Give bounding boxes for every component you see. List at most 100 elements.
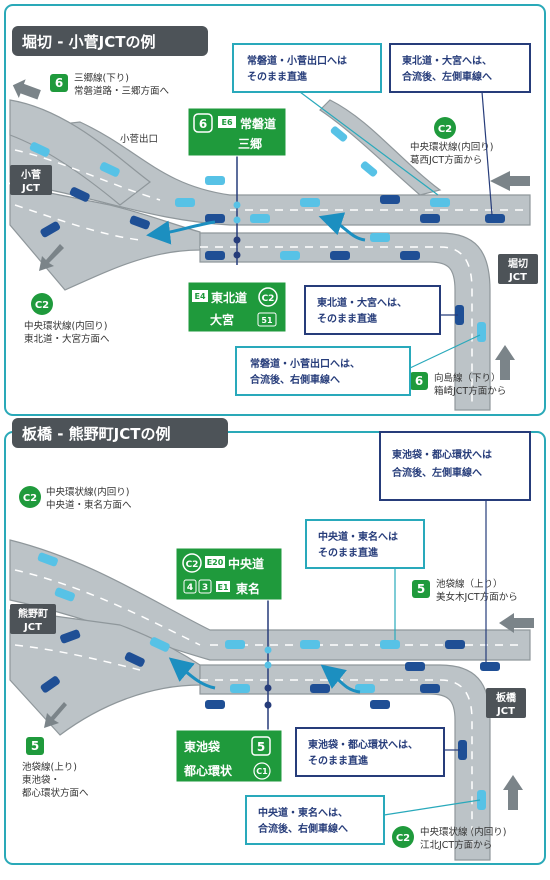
panel2-blue-arrow-left <box>168 657 216 690</box>
panel1-cars <box>29 126 505 342</box>
svg-text:6: 6 <box>199 117 207 131</box>
kosuge-jct-label: 小菅 JCT <box>10 165 52 195</box>
route5-left-line1: 池袋線(上り) <box>22 761 77 773</box>
panel1-callout-teal-bottom: 常磐道・小菅出口へは、 合流後、右側車線へ <box>235 334 481 396</box>
svg-text:常磐道・小菅出口へは、: 常磐道・小菅出口へは、 <box>250 357 360 370</box>
panel1-title-box <box>12 26 208 56</box>
svg-text:都心環状: 都心環状 <box>183 763 233 778</box>
svg-text:東池袋・都心環状へは: 東池袋・都心環状へは <box>392 448 492 461</box>
svg-text:東北道・大宮へは、: 東北道・大宮へは、 <box>402 54 492 67</box>
svg-text:合流後、右側車線へ: 合流後、右側車線へ <box>257 822 348 835</box>
svg-text:中央道: 中央道 <box>228 556 264 571</box>
panel1-title: 堀切 - 小菅JCTの例 <box>22 33 156 51</box>
svg-text:小菅: 小菅 <box>20 168 41 181</box>
panel-horikiri-kosuge: 堀切 - 小菅JCTの例 <box>4 4 546 416</box>
svg-text:東北道: 東北道 <box>211 290 247 305</box>
panel1-callout-teal-top: 常磐道・小菅出口へは そのまま直進 <box>232 43 439 196</box>
svg-text:熊野町: 熊野町 <box>18 607 48 620</box>
panel2-callout-teal-top: 中央道・東名へは そのまま直進 <box>305 519 425 640</box>
svg-text:5: 5 <box>417 582 425 596</box>
svg-text:E1: E1 <box>217 583 228 592</box>
svg-text:常磐道・小菅出口へは: 常磐道・小菅出口へは <box>247 54 347 67</box>
route6-top-line2: 常磐道路・三郷方面へ <box>74 85 170 97</box>
svg-text:そのまま直進: そのまま直進 <box>318 546 379 559</box>
panel1-gray-arrows <box>12 79 530 380</box>
svg-text:中央道・東名へは: 中央道・東名へは <box>318 530 398 543</box>
svg-text:6: 6 <box>55 76 63 90</box>
svg-text:合流後、左側車線へ: 合流後、左側車線へ <box>391 466 482 479</box>
svg-text:JCT: JCT <box>508 272 527 283</box>
horikiri-jct-label: 堀切 JCT <box>498 254 538 284</box>
panel2-callout-teal-bottom: 中央道・東名へは、 合流後、右側車線へ <box>245 795 481 845</box>
svg-text:C2: C2 <box>23 493 37 504</box>
c2-left-line1: 中央環状線(内回り) <box>24 320 107 332</box>
svg-text:51: 51 <box>261 316 273 325</box>
panel2-callout-navy-mid: 東池袋・都心環状へは、 そのまま直進 <box>295 727 460 777</box>
svg-text:東池袋: 東池袋 <box>184 739 221 754</box>
c2-left-line2: 東北道・大宮方面へ <box>24 333 110 345</box>
panel2-cars <box>37 552 500 810</box>
svg-text:東名: 東名 <box>236 581 260 596</box>
route5-left-marker: 5 池袋線(上り) 東池袋・ 都心環状方面へ <box>22 737 89 799</box>
itabashi-jct-label: 板橋 JCT <box>486 688 526 718</box>
route5-left-line3: 都心環状方面へ <box>22 787 89 799</box>
svg-text:E6: E6 <box>221 118 232 127</box>
c2-bottom-line1: 中央環状線 (内回り) <box>420 826 506 838</box>
panel1-sign-tohoku: E4 東北道 C2 大宮 51 <box>187 281 287 333</box>
panel1-callout-navy-top: 東北道・大宮へは、 合流後、左側車線へ <box>389 43 531 216</box>
c2-top-marker: C2 中央環状線(内回り) 中央道・東名方面へ <box>19 486 132 511</box>
panel2-sign-chuo: C2 E20 中央道 4 3 E1 東名 <box>175 547 283 601</box>
svg-text:C2: C2 <box>186 560 199 570</box>
svg-text:3: 3 <box>202 583 208 593</box>
svg-text:C2: C2 <box>396 833 410 844</box>
svg-text:5: 5 <box>31 739 39 753</box>
svg-text:5: 5 <box>257 740 265 754</box>
panel2-sign-ikebukuro: 東池袋 5 都心環状 C1 <box>175 729 283 783</box>
svg-text:6: 6 <box>415 374 423 388</box>
route6-bottom-line2: 箱崎JCT方面から <box>434 385 506 397</box>
c2-left-marker: C2 中央環状線(内回り) 東北道・大宮方面へ <box>24 293 110 345</box>
svg-text:中央道・東名へは、: 中央道・東名へは、 <box>258 806 348 819</box>
svg-text:E20: E20 <box>207 558 224 567</box>
svg-text:JCT: JCT <box>23 622 42 633</box>
c2-right-marker: C2 中央環状線(内回り) 葛西JCT方面から <box>410 117 493 166</box>
svg-text:そのまま直進: そのまま直進 <box>317 312 378 325</box>
svg-text:4: 4 <box>187 583 193 593</box>
svg-text:C2: C2 <box>438 124 452 135</box>
svg-text:板橋: 板橋 <box>496 691 517 704</box>
c2-top-line1: 中央環状線(内回り) <box>46 486 129 498</box>
panel-itabashi-kumanocho: 板橋 - 熊野町JCTの例 <box>4 418 546 865</box>
c2-top-line2: 中央道・東名方面へ <box>46 499 132 511</box>
route6-bottom-line1: 向島線（下り） <box>434 372 501 384</box>
panel2-title: 板橋 - 熊野町JCTの例 <box>22 425 171 443</box>
panel2-callout-navy-top: 東池袋・都心環状へは 合流後、左側車線へ <box>379 431 531 662</box>
svg-text:そのまま直進: そのまま直進 <box>247 70 308 83</box>
c2-right-line1: 中央環状線(内回り) <box>410 141 493 153</box>
svg-text:合流後、右側車線へ: 合流後、右側車線へ <box>249 373 340 386</box>
route6-bottom-marker: 6 向島線（下り） 箱崎JCT方面から <box>410 372 506 397</box>
route6-top-line1: 三郷線(下り) <box>74 72 129 84</box>
panel1-blue-arrow-left <box>146 220 216 245</box>
svg-text:JCT: JCT <box>496 706 515 717</box>
kumanocho-jct-label: 熊野町 JCT <box>10 604 56 634</box>
route6-top-marker: 6 三郷線(下り) 常磐道路・三郷方面へ <box>50 72 170 97</box>
svg-text:C2: C2 <box>262 294 275 304</box>
route5-right-line2: 美女木JCT方面から <box>436 591 518 603</box>
svg-text:E4: E4 <box>194 292 205 301</box>
panel1-callout-navy-mid: 東北道・大宮へは、 そのまま直進 <box>304 285 458 335</box>
svg-text:三郷: 三郷 <box>238 137 262 151</box>
route5-right-line1: 池袋線（上り） <box>436 578 503 590</box>
panel2-gray-arrows <box>44 613 534 810</box>
svg-text:JCT: JCT <box>21 183 40 194</box>
svg-text:常磐道: 常磐道 <box>240 116 276 131</box>
c2-bottom-marker: C2 中央環状線 (内回り) 江北JCT方面から <box>392 826 506 851</box>
panel1-sign-joban: 6 E6 常磐道 三郷 <box>187 107 287 157</box>
svg-text:C2: C2 <box>35 300 49 311</box>
route5-left-line2: 東池袋・ <box>22 774 60 786</box>
svg-text:堀切: 堀切 <box>508 257 528 270</box>
c2-right-line2: 葛西JCT方面から <box>410 154 482 166</box>
svg-text:大宮: 大宮 <box>210 312 234 327</box>
svg-text:C1: C1 <box>256 767 268 776</box>
panel2-title-box <box>12 418 228 448</box>
